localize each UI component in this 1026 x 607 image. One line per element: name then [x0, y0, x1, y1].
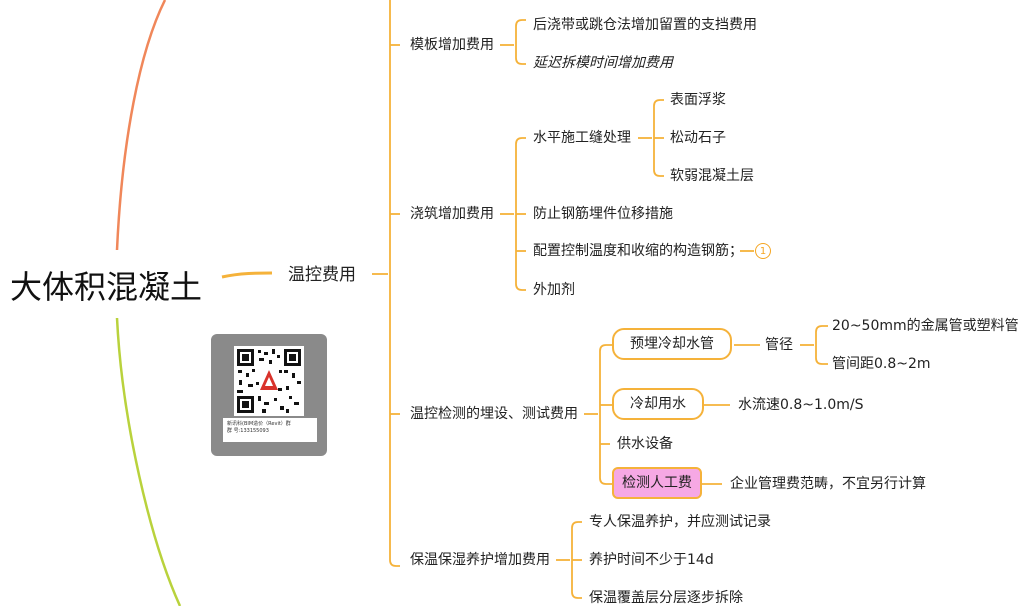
curing-item-2[interactable]: 养护时间不少于14d	[589, 552, 714, 568]
topic-pouring[interactable]: 浇筑增加费用	[410, 206, 494, 222]
qr-caption-line-1: 新讯科(BIM造价（Revit）群	[227, 421, 291, 427]
note-badge[interactable]: 1	[755, 243, 771, 259]
labor-cost-node[interactable]: 检测人工费	[612, 467, 702, 499]
topic-monitoring[interactable]: 温控检测的埋设、测试费用	[410, 406, 578, 422]
qr-code-icon	[234, 346, 304, 416]
curing-item-1[interactable]: 专人保温养护，并应测试记录	[589, 514, 771, 530]
main-branch-topic[interactable]: 温控费用	[288, 265, 356, 285]
lower-branch-curve	[115, 317, 182, 606]
root-topic[interactable]: 大体积混凝土	[10, 268, 203, 306]
horizontal-item-1[interactable]: 表面浮浆	[670, 92, 726, 108]
pipe-diameter-item-2[interactable]: 管间距0.8~2m	[832, 356, 931, 372]
curing-item-3[interactable]: 保温覆盖层分层逐步拆除	[589, 590, 743, 606]
water-supply-node[interactable]: 供水设备	[617, 436, 673, 452]
upper-branch-curve	[115, 0, 167, 251]
labor-note-item[interactable]: 企业管理费范畴，不宜另行计算	[730, 476, 926, 492]
main-spine	[372, 0, 400, 567]
pouring-connectors	[500, 99, 754, 291]
horizontal-item-2[interactable]: 松动石子	[670, 130, 726, 146]
water-flow-item[interactable]: 水流速0.8~1.0m/S	[738, 397, 864, 413]
horizontal-item-3[interactable]: 软弱混凝土层	[670, 168, 754, 184]
pipe-diameter-node[interactable]: 管径	[765, 337, 793, 353]
qr-caption-line-2: 群 号:133155093	[227, 428, 269, 434]
monitoring-connectors	[584, 325, 828, 485]
pouring-item-1[interactable]: 防止钢筋埋件位移措施	[533, 206, 673, 222]
template-item-1[interactable]: 后浇带或跳仓法增加留置的支挡费用	[533, 17, 757, 33]
root-connector	[221, 271, 273, 279]
cooling-pipe-node[interactable]: 预埋冷却水管	[612, 328, 732, 360]
horizontal-joint-node[interactable]: 水平施工缝处理	[533, 130, 631, 146]
curing-connectors	[556, 521, 582, 599]
topic-curing[interactable]: 保温保湿养护增加费用	[410, 552, 550, 568]
template-connectors	[500, 19, 526, 65]
topic-template[interactable]: 模板增加费用	[410, 37, 494, 53]
pouring-item-3[interactable]: 外加剂	[533, 282, 575, 298]
template-item-2[interactable]: 延迟拆模时间增加费用	[533, 55, 673, 71]
qr-caption: 新讯科(BIM造价（Revit）群 群 号:133155093	[223, 418, 317, 442]
pouring-item-2[interactable]: 配置控制温度和收缩的构造钢筋；	[533, 243, 743, 259]
pipe-diameter-item-1[interactable]: 20~50mm的金属管或塑料管	[832, 318, 1019, 334]
cooling-water-node[interactable]: 冷却用水	[612, 388, 704, 420]
